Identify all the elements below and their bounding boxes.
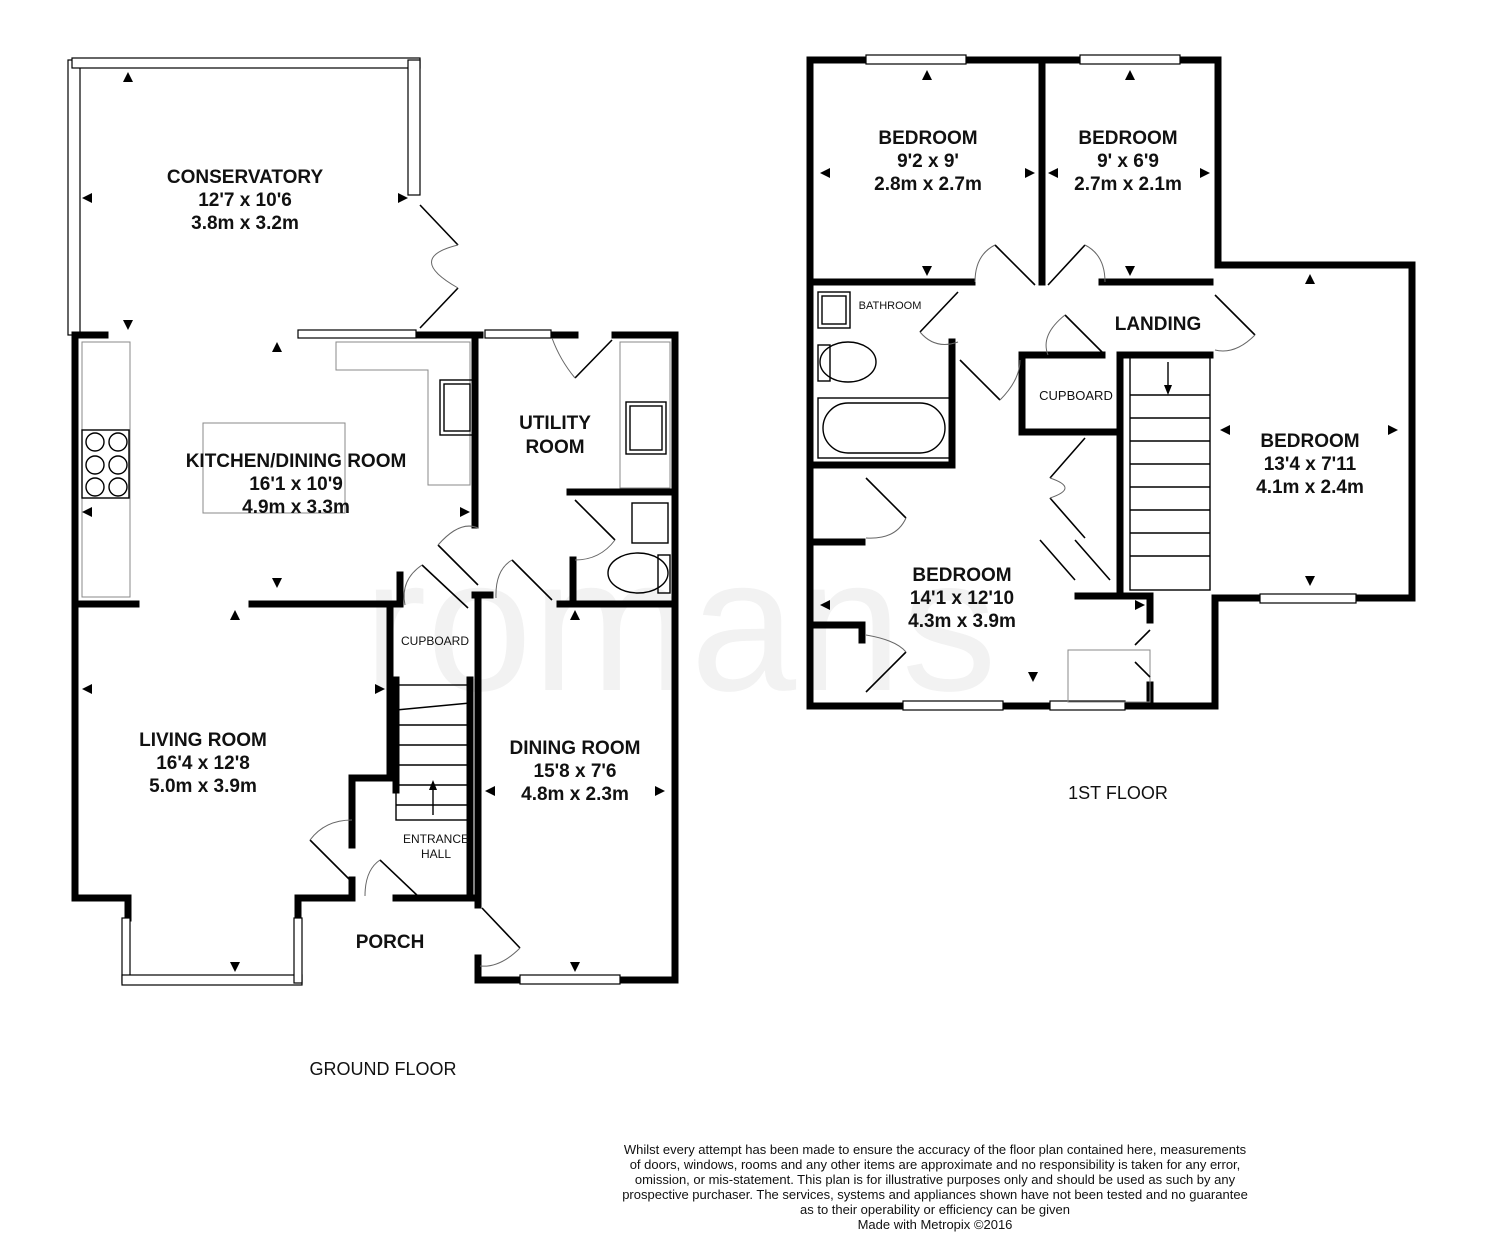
first-floor-dimension-markers <box>820 70 1398 682</box>
svg-text:4.3m x 3.9m: 4.3m x 3.9m <box>908 611 1016 632</box>
watermark: romans <box>363 519 997 731</box>
first-floor-label: 1ST FLOOR <box>1068 783 1168 803</box>
ground-floor-label: GROUND FLOOR <box>309 1059 456 1079</box>
svg-text:15'8 x 7'6: 15'8 x 7'6 <box>534 761 617 782</box>
first-cupboard-label: CUPBOARD <box>1039 388 1113 403</box>
svg-text:LIVING ROOM: LIVING ROOM <box>139 730 267 751</box>
metropix-credit: Made with Metropix ©2016 <box>857 1217 1013 1232</box>
ground-floor-windows <box>121 329 621 986</box>
svg-text:5.0m x 3.9m: 5.0m x 3.9m <box>149 776 257 797</box>
svg-text:2.8m x 2.7m: 2.8m x 2.7m <box>874 174 982 195</box>
bedroom-2-label: BEDROOM 9' x 6'9 2.7m x 2.1m <box>1074 128 1182 195</box>
svg-text:4.9m x 3.3m: 4.9m x 3.3m <box>242 497 350 518</box>
svg-text:12'7 x 10'6: 12'7 x 10'6 <box>198 190 292 211</box>
svg-text:2.7m x 2.1m: 2.7m x 2.1m <box>1074 174 1182 195</box>
svg-text:16'1 x 10'9: 16'1 x 10'9 <box>249 474 343 495</box>
svg-text:9' x 6'9: 9' x 6'9 <box>1097 151 1159 172</box>
first-floor-windows <box>865 54 1357 711</box>
disclaimer-line: as to their operability or efficiency ca… <box>799 1202 1071 1217</box>
svg-text:3.8m x 3.2m: 3.8m x 3.2m <box>191 213 299 234</box>
dining-room-label: DINING ROOM 15'8 x 7'6 4.8m x 2.3m <box>510 738 641 805</box>
svg-text:9'2 x 9': 9'2 x 9' <box>897 151 959 172</box>
svg-text:HALL: HALL <box>421 847 451 861</box>
ground-floor-dimension-markers <box>82 72 665 972</box>
bedroom-4-label: BEDROOM 14'1 x 12'10 4.3m x 3.9m <box>908 565 1016 632</box>
ground-floor-doors <box>309 204 616 967</box>
disclaimer-line: omission, or mis-statement. This plan is… <box>634 1172 1236 1187</box>
bedroom-1-label: BEDROOM 9'2 x 9' 2.8m x 2.7m <box>874 128 982 195</box>
disclaimer-line: prospective purchaser. The services, sys… <box>622 1187 1248 1202</box>
svg-text:UTILITY: UTILITY <box>519 413 591 434</box>
bathroom-label: BATHROOM <box>859 300 922 312</box>
living-room-label: LIVING ROOM 16'4 x 12'8 5.0m x 3.9m <box>139 730 267 797</box>
first-floor-doors <box>865 244 1256 693</box>
svg-text:4.8m x 2.3m: 4.8m x 2.3m <box>521 784 629 805</box>
svg-text:ENTRANCE: ENTRANCE <box>403 832 469 846</box>
bathroom-fittings <box>817 291 951 459</box>
ground-cupboard-label: CUPBOARD <box>401 634 469 648</box>
svg-text:13'4 x 7'11: 13'4 x 7'11 <box>1264 454 1357 475</box>
utility-wc-fittings <box>607 341 671 594</box>
svg-text:16'4 x 12'8: 16'4 x 12'8 <box>156 753 250 774</box>
first-floor-stairs <box>1129 354 1211 591</box>
utility-room-label: UTILITY ROOM <box>519 413 591 458</box>
ground-floor-plan: CONSERVATORY 12'7 x 10'6 3.8m x 3.2m KIT… <box>67 57 679 1079</box>
kitchen-units <box>81 341 475 598</box>
svg-text:KITCHEN/DINING ROOM: KITCHEN/DINING ROOM <box>186 451 407 472</box>
porch-label: PORCH <box>356 932 425 953</box>
svg-text:BEDROOM: BEDROOM <box>1078 128 1177 149</box>
svg-text:4.1m x 2.4m: 4.1m x 2.4m <box>1256 477 1364 498</box>
disclaimer: Whilst every attempt has been made to en… <box>560 1142 1310 1232</box>
kitchen-dining-label: KITCHEN/DINING ROOM 16'1 x 10'9 4.9m x 3… <box>186 451 407 518</box>
svg-text:CONSERVATORY: CONSERVATORY <box>167 167 324 188</box>
landing-label: LANDING <box>1115 314 1202 335</box>
svg-text:BEDROOM: BEDROOM <box>912 565 1011 586</box>
svg-text:14'1 x 12'10: 14'1 x 12'10 <box>910 588 1014 609</box>
wardrobe-outline <box>1067 649 1151 703</box>
first-floor-plan: BEDROOM 9'2 x 9' 2.8m x 2.7m BEDROOM 9' … <box>806 54 1416 803</box>
svg-text:BEDROOM: BEDROOM <box>1260 431 1359 452</box>
svg-text:ROOM: ROOM <box>525 437 584 458</box>
disclaimer-line: Whilst every attempt has been made to en… <box>623 1142 1247 1157</box>
svg-text:BEDROOM: BEDROOM <box>878 128 977 149</box>
conservatory-glazing <box>67 57 421 336</box>
disclaimer-line: of doors, windows, rooms and any other i… <box>629 1157 1241 1172</box>
conservatory-label: CONSERVATORY 12'7 x 10'6 3.8m x 3.2m <box>167 167 324 234</box>
entrance-hall-label: ENTRANCE HALL <box>403 832 469 861</box>
bedroom-3-label: BEDROOM 13'4 x 7'11 4.1m x 2.4m <box>1256 431 1364 498</box>
ground-floor-stairs <box>395 684 471 821</box>
svg-text:DINING ROOM: DINING ROOM <box>510 738 641 759</box>
